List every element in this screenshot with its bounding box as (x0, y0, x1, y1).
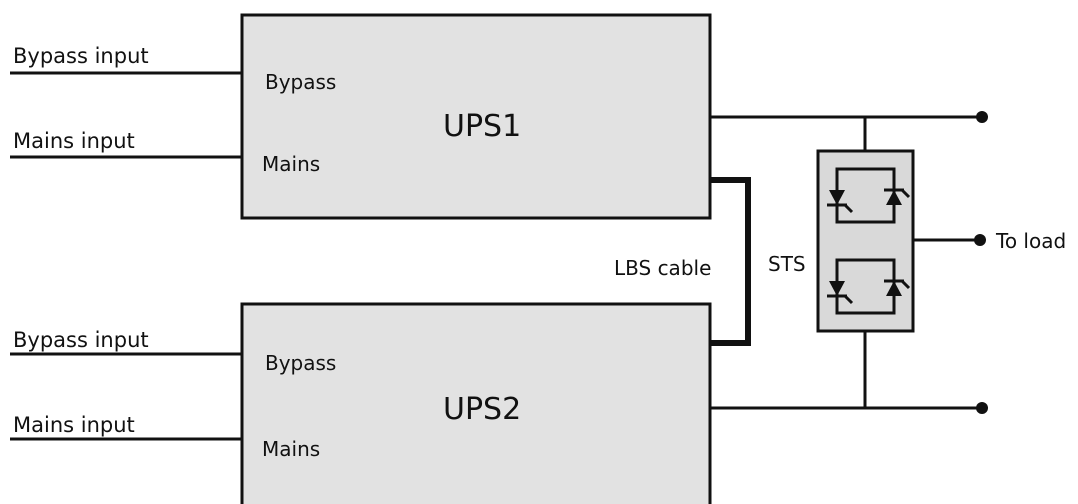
ups1-bypass-input-label: Bypass input (13, 44, 149, 68)
ups2-mains-input-label: Mains input (13, 413, 135, 437)
ups1-mains-input-label: Mains input (13, 129, 135, 153)
ups2-bypass-input-label: Bypass input (13, 328, 149, 352)
ups1-name-label: UPS1 (443, 109, 521, 144)
ups2-name-label: UPS2 (443, 392, 521, 427)
thyristor-pair-bottom (827, 258, 911, 315)
ups1-mains-port-label: Mains (262, 152, 320, 176)
sts-box (816, 149, 915, 333)
load-terminal (974, 234, 986, 246)
thyristor-pair-top (827, 167, 911, 224)
ups1-box (240, 13, 712, 220)
ups2-output-terminal (976, 402, 988, 414)
sts-label: STS (768, 252, 806, 276)
ups2-bypass-port-label: Bypass (265, 351, 336, 375)
ups1-bypass-port-label: Bypass (265, 70, 336, 94)
ups1-output-terminal (976, 111, 988, 123)
ups2-box (240, 302, 712, 504)
lbs-cable (710, 177, 751, 346)
ups2-mains-port-label: Mains (262, 437, 320, 461)
lbs-cable-label: LBS cable (614, 256, 711, 280)
load-label: To load (995, 229, 1066, 253)
